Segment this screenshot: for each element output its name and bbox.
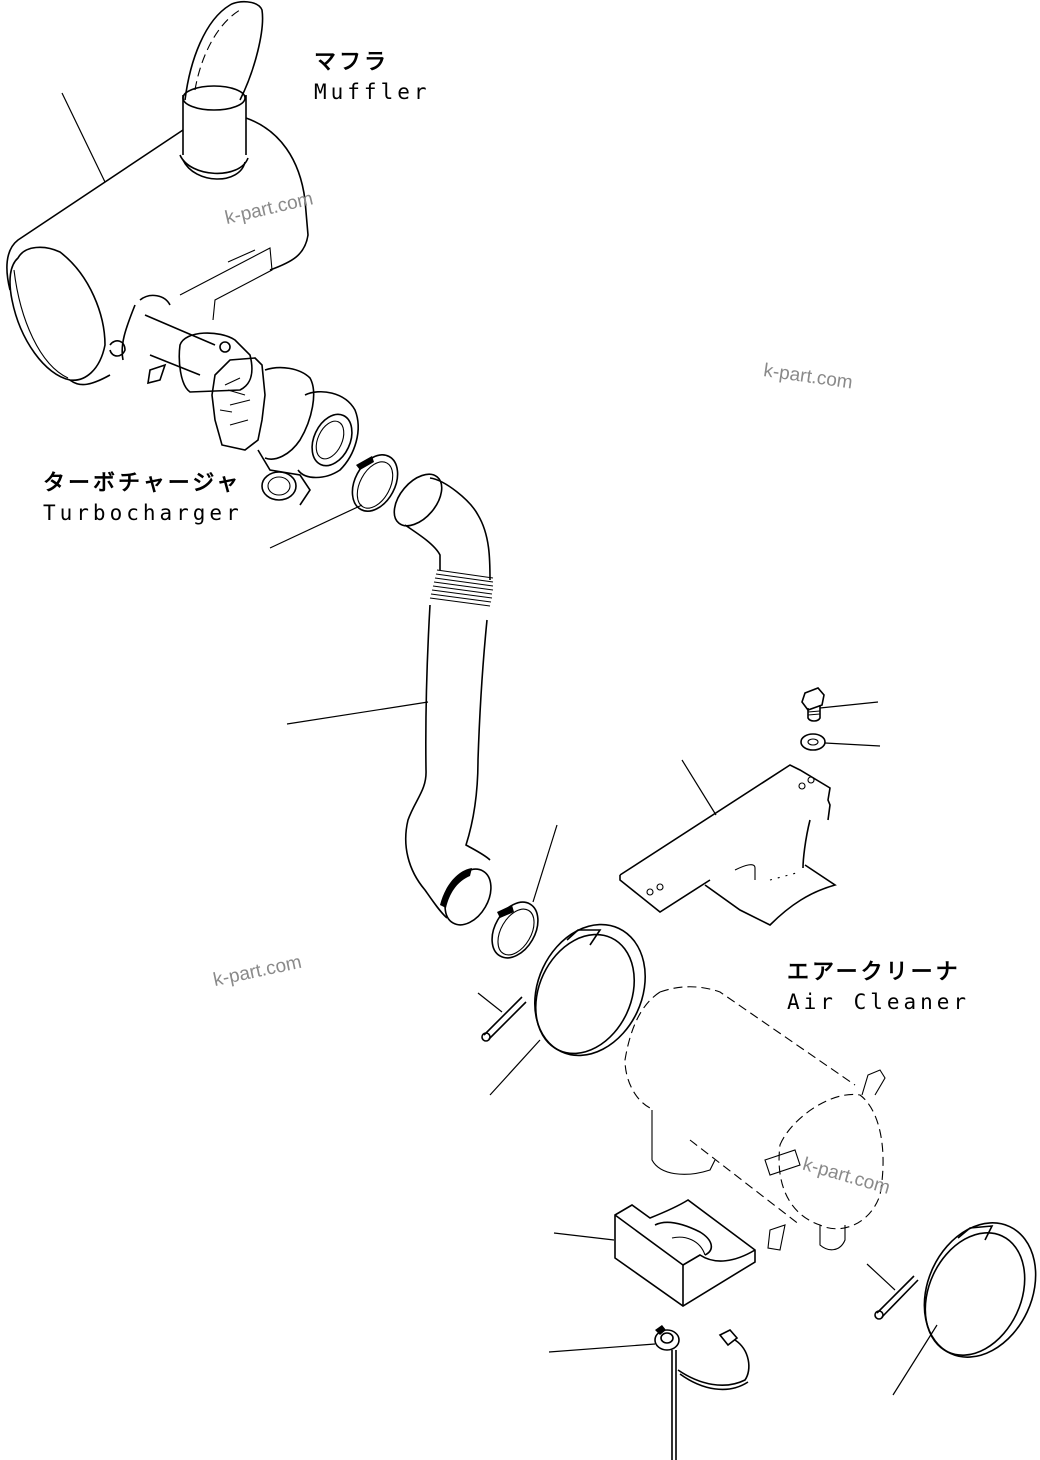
leader-line-band-bolt-front [477,992,503,1013]
label-air-cleaner: エアークリーナ Air Cleaner [787,962,970,1013]
hose-clamp-lower-drawing [491,901,539,959]
band-bolt-rear-drawing [874,1275,919,1320]
leader-line-sensor [548,1343,656,1353]
label-air-cleaner-en: Air Cleaner [787,990,971,1014]
mounting-bracket-drawing [619,764,837,926]
band-clamp-rear-drawing [923,1222,1037,1358]
bolt-drawing [801,687,825,722]
air-cleaner-drawing [624,986,886,1251]
band-clamp-front-drawing [534,923,646,1057]
leader-line-hose-clamp [532,824,558,903]
label-turbocharger-jp: ターボチャージャ [43,471,242,496]
intake-hose-drawing [393,473,494,926]
leader-line-band-rear [892,1324,938,1396]
leader-line-muffler [61,92,106,183]
leader-line-bolt [819,701,879,709]
label-muffler-jp: マフラ [314,50,390,75]
label-air-cleaner-jp: エアークリーナ [787,960,961,985]
muffler-drawing [6,0,309,386]
leader-line-band-bolt-rear [866,1263,896,1291]
label-turbocharger: ターボチャージャ Turbocharger [43,473,243,524]
leader-line-intake-hose [286,701,429,725]
band-bolt-front-drawing [481,996,527,1042]
leader-line-washer [824,742,881,747]
rubber-cushion-drawing [614,1199,756,1307]
leader-line-cushion [553,1232,615,1241]
hose-clamp-upper-drawing [351,454,399,512]
label-muffler-en: Muffler [314,80,431,104]
washer-drawing [800,733,826,751]
leader-line-band-front [489,1039,541,1096]
leader-line-bracket [681,759,717,816]
leader-line-turbo-clamp [269,504,363,549]
label-muffler: マフラ Muffler [314,52,431,103]
turbocharger-drawing [178,332,359,506]
label-turbocharger-en: Turbocharger [43,501,243,525]
dust-indicator-sensor-drawing [654,1325,750,1460]
